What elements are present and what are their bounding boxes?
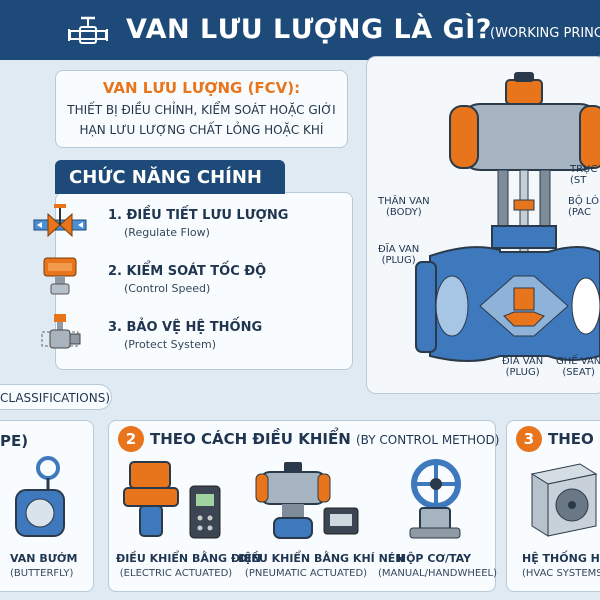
label-plug-vi: ĐĨA VAN bbox=[378, 244, 420, 255]
label-plug: ĐĨA VAN (PLUG) bbox=[378, 244, 419, 266]
card-2-number: 2 bbox=[118, 426, 144, 452]
page-title: VAN LƯU LƯỢNG LÀ GÌ? bbox=[126, 14, 492, 45]
label-packing-vi: BỘ LÓ bbox=[568, 196, 599, 207]
label-seat-vi: GHẾ VAN bbox=[556, 356, 600, 367]
electric-actuator-icon bbox=[123, 461, 221, 539]
label-stem-en: (ST bbox=[570, 175, 587, 186]
hvac-unit-icon bbox=[530, 463, 598, 537]
classifications-banner: CLASSIFICATIONS) bbox=[0, 384, 112, 410]
actuator-icon bbox=[43, 257, 77, 295]
hvac-name: HỆ THỐNG HVAC bbox=[522, 552, 600, 565]
page-subtitle: (WORKING PRINC bbox=[490, 26, 600, 41]
handwheel-icon bbox=[409, 459, 461, 539]
label-plug2-en: (PLUG) bbox=[505, 367, 540, 378]
pneumatic-sub: (PNEUMATIC ACTUATED) bbox=[244, 568, 368, 579]
label-seat-en: (SEAT) bbox=[562, 367, 595, 378]
definition-title: VAN LƯU LƯỢNG (FCV): bbox=[102, 79, 301, 97]
manual-sub: (MANUAL/HANDWHEEL) bbox=[378, 568, 498, 579]
label-body: THÂN VAN (BODY) bbox=[378, 196, 430, 218]
function-3-sub: (Protect System) bbox=[124, 338, 216, 351]
label-packing-en: (PAC bbox=[568, 207, 591, 218]
electric-name: ĐIỀU KHIỂN BẰNG ĐIỆN bbox=[116, 552, 261, 565]
class-card-type-title: PE) bbox=[0, 432, 29, 450]
label-packing: BỘ LÓ (PAC bbox=[568, 196, 599, 218]
manual-name: HỘP CƠ/TAY bbox=[396, 552, 472, 565]
function-2-sub: (Control Speed) bbox=[124, 282, 211, 295]
card-2-title-vi: THEO CÁCH ĐIỀU KHIỂN bbox=[150, 430, 351, 448]
classifications-banner-text: CLASSIFICATIONS) bbox=[0, 391, 111, 405]
label-plug2-vi: ĐĨA VAN bbox=[502, 356, 544, 367]
functions-header-text: CHỨC NĂNG CHÍNH bbox=[69, 167, 262, 188]
definition-line-2: HẠN LƯU LƯỢNG CHẤT LỎNG HOẶC KHÍ bbox=[79, 123, 324, 137]
control-valve-illustration bbox=[415, 72, 600, 362]
card-3-number: 3 bbox=[516, 426, 542, 452]
electric-sub: (ELECTRIC ACTUATED) bbox=[119, 568, 233, 579]
label-body-en: (BODY) bbox=[386, 207, 422, 218]
card-2-title-en: (BY CONTROL METHOD) bbox=[356, 433, 500, 447]
butterfly-valve-sub: (BUTTERFLY) bbox=[10, 568, 74, 579]
definition-line-1: THIẾT BỊ ĐIỀU CHỈNH, KIỂM SOÁT HOẶC GIỚI bbox=[67, 103, 336, 117]
label-stem: TRỤC (ST bbox=[570, 164, 597, 186]
label-plug-bottom: ĐĨA VAN (PLUG) bbox=[502, 356, 543, 378]
flow-valve-icon bbox=[33, 204, 87, 238]
function-1-title: 1. ĐIỀU TIẾT LƯU LƯỢNG bbox=[108, 208, 289, 223]
protect-valve-icon bbox=[41, 314, 81, 349]
butterfly-valve-icon bbox=[15, 456, 65, 537]
label-seat: GHẾ VAN (SEAT) bbox=[556, 356, 600, 378]
definition-box: VAN LƯU LƯỢNG (FCV): THIẾT BỊ ĐIỀU CHỈNH… bbox=[55, 70, 348, 148]
function-2-title: 2. KIỂM SOÁT TỐC ĐỘ bbox=[108, 264, 267, 279]
pneumatic-actuator-icon bbox=[255, 462, 359, 539]
label-plug-en: (PLUG) bbox=[381, 255, 416, 266]
card-3-title: THEO Ứ bbox=[548, 430, 600, 448]
hvac-sub: (HVAC SYSTEMS) bbox=[522, 568, 600, 579]
function-3-title: 3. BẢO VỆ HỆ THỐNG bbox=[108, 320, 263, 335]
card-2-title: THEO CÁCH ĐIỀU KHIỂN (BY CONTROL METHOD) bbox=[150, 430, 499, 448]
functions-header: CHỨC NĂNG CHÍNH bbox=[55, 160, 285, 194]
butterfly-valve-name: VAN BƯỚM bbox=[10, 552, 78, 565]
pneumatic-name: ĐIỀU KHIỂN BẰNG KHÍ NÉN bbox=[238, 552, 405, 565]
label-stem-vi: TRỤC bbox=[570, 164, 598, 175]
valve-icon bbox=[68, 16, 108, 44]
label-body-vi: THÂN VAN bbox=[378, 196, 430, 207]
function-1-sub: (Regulate Flow) bbox=[124, 226, 210, 239]
